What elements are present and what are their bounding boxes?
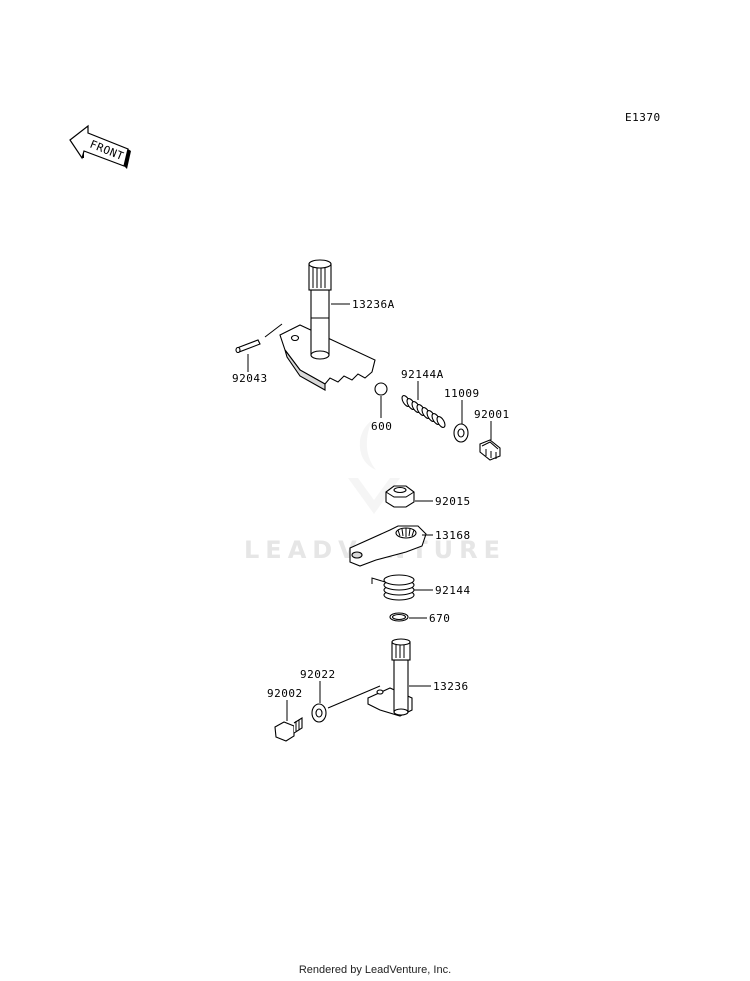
part-torsion-spring-92144	[371, 574, 415, 601]
label-13168: 13168	[435, 529, 471, 542]
part-shaft-plate-13236A	[279, 259, 376, 391]
part-bolt-92001	[479, 439, 501, 461]
label-92144: 92144	[435, 584, 471, 597]
watermark-logo	[348, 420, 400, 514]
label-13236: 13236	[433, 680, 469, 693]
part-pin-92043	[235, 339, 261, 354]
part-washer-92022	[311, 703, 327, 723]
label-600: 600	[371, 420, 392, 433]
label-92015: 92015	[435, 495, 471, 508]
label-670: 670	[429, 612, 450, 625]
label-13236A: 13236A	[352, 298, 395, 311]
part-oring-670	[389, 612, 409, 622]
part-lever-13168	[349, 525, 427, 567]
label-11009: 11009	[444, 387, 480, 400]
label-92001: 92001	[474, 408, 510, 421]
part-washer-11009	[453, 423, 469, 443]
label-92022: 92022	[300, 668, 336, 681]
front-arrow-icon: FRONT	[69, 124, 131, 169]
label-92002: 92002	[267, 687, 303, 700]
part-spring-92144A	[401, 395, 446, 428]
footer-credit: Rendered by LeadVenture, Inc.	[298, 964, 452, 976]
label-92043: 92043	[232, 372, 268, 385]
label-92144A: 92144A	[401, 368, 444, 381]
part-ball-600	[374, 382, 388, 396]
part-bolt-92002	[274, 717, 303, 742]
diagram-code: E1370	[625, 111, 661, 124]
part-shaft-13236	[367, 638, 413, 717]
part-nut-92015	[385, 485, 415, 508]
